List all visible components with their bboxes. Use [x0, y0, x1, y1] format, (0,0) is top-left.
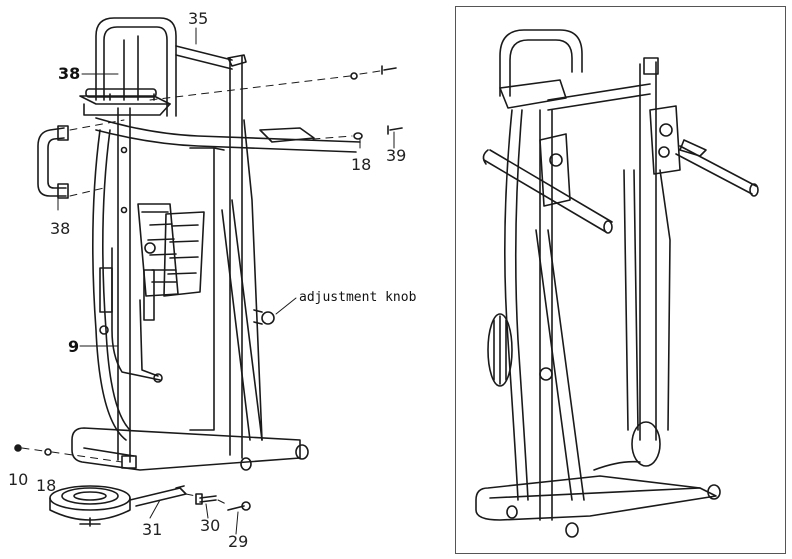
- part-label-18-upper: 18: [351, 155, 372, 174]
- left-machine-drawing: [14, 17, 403, 527]
- part-label-29: 29: [228, 532, 249, 551]
- part-label-31: 31: [142, 520, 163, 539]
- adjustment-knob-label: adjustment knob: [299, 290, 417, 305]
- part-label-38-side: 38: [50, 219, 71, 238]
- assembled-view-frame: [455, 6, 786, 554]
- part-label-9: 9: [68, 337, 80, 356]
- part-label-35: 35: [188, 9, 209, 28]
- right-machine-drawing: [475, 29, 759, 538]
- part-label-18-lower: 18: [36, 476, 57, 495]
- part-label-30: 30: [200, 516, 221, 535]
- part-label-10: 10: [8, 470, 29, 489]
- dashed-assembly-lines: [21, 70, 381, 505]
- leader-lines: [57, 27, 395, 535]
- part-label-38-top: 38: [58, 64, 81, 83]
- part-label-39: 39: [386, 146, 407, 165]
